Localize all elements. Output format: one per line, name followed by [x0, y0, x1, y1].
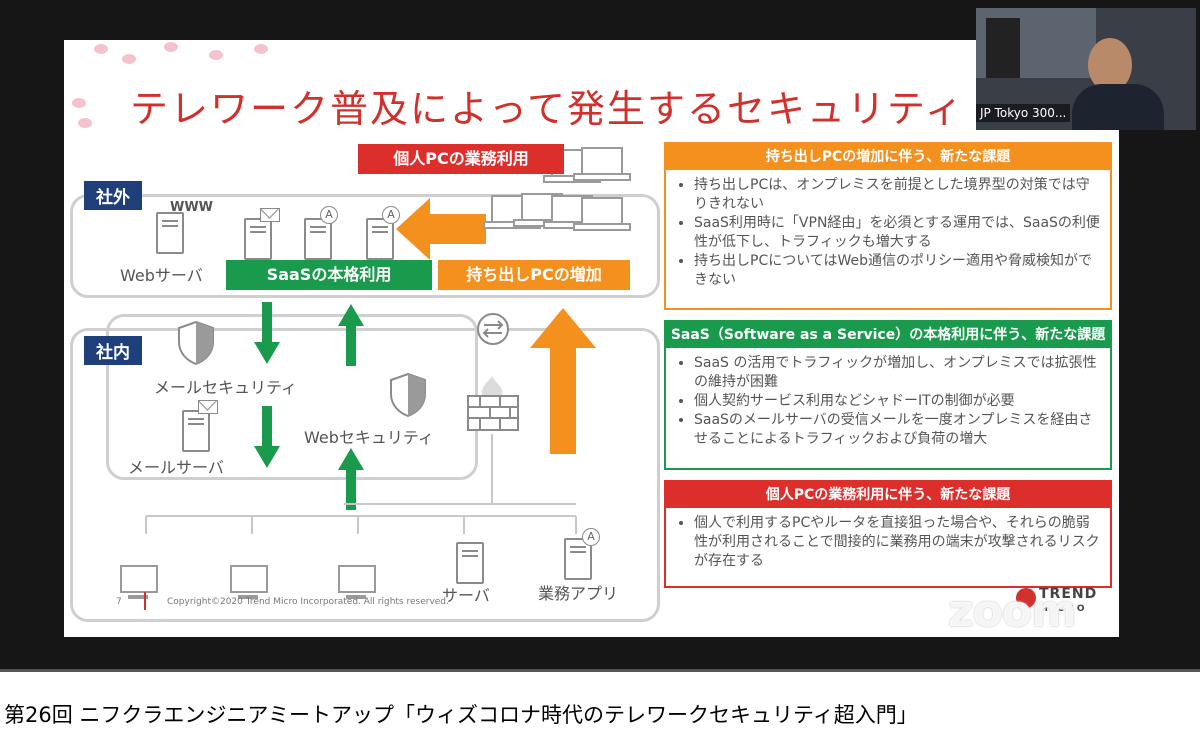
- zoom-watermark: zoom: [948, 586, 1077, 637]
- cherry-blossom-decoration: [164, 42, 178, 52]
- mail-security-label: メールセキュリティ: [154, 378, 298, 397]
- app-icon: A: [382, 206, 400, 224]
- participant-name: JP Tokyo 300...: [976, 104, 1071, 122]
- cherry-blossom-decoration: [94, 44, 108, 54]
- panel-item: SaaS利用時に「VPN経由」を必須とする運用では、SaaSの利便性が低下し、ト…: [694, 214, 1100, 252]
- logo-line1: TREND: [1039, 586, 1098, 602]
- mail-icon: [198, 400, 218, 414]
- participant-body: [1072, 84, 1164, 130]
- shield-icon: [390, 372, 426, 418]
- www-label: WWW: [170, 200, 214, 215]
- business-app-label: 業務アプリ: [538, 584, 619, 603]
- panel-item: 持ち出しPCについてはWeb通信のポリシー適用や脅威検知ができない: [694, 252, 1100, 290]
- panel-saas: SaaS（Software as a Service）の本格利用に伴う、新たな課…: [664, 320, 1112, 470]
- trend-micro-logo-icon: [1016, 588, 1036, 608]
- web-server-label: Webサーバ: [120, 266, 203, 285]
- panel-title: 持ち出しPCの増加に伴う、新たな課題: [666, 144, 1110, 170]
- mail-icon: [260, 208, 280, 222]
- panel-title: SaaS（Software as a Service）の本格利用に伴う、新たな課…: [666, 322, 1110, 348]
- green-arrow-up-icon: [338, 304, 364, 366]
- mobile-pc-label: 持ち出しPCの増加: [438, 260, 630, 290]
- cherry-blossom-decoration: [209, 50, 223, 60]
- desktop-pc-icon: [120, 565, 158, 599]
- inside-zone-tag: 社内: [84, 336, 142, 365]
- web-server-icon: [156, 212, 184, 254]
- green-arrow-down-icon: [254, 406, 280, 468]
- desktop-pc-icon: [230, 565, 268, 599]
- cherry-blossom-decoration: [78, 118, 92, 128]
- app-icon: A: [582, 528, 600, 546]
- app-icon: A: [320, 206, 338, 224]
- saas-server-icon: [304, 218, 332, 260]
- participant-video-tile[interactable]: JP Tokyo 300...: [976, 8, 1196, 130]
- office-shelf: [986, 18, 1020, 78]
- network-lines: [145, 434, 577, 534]
- laptop-cluster-icon: [483, 147, 631, 231]
- footer-divider: [144, 592, 146, 610]
- panel-mobile-pc: 持ち出しPCの増加に伴う、新たな課題 持ち出しPCは、オンプレミスを前提とした境…: [664, 142, 1112, 310]
- saas-server-icon: [244, 218, 272, 260]
- video-frame[interactable]: テレワーク普及によって発生するセキュリティ 社外 社内 WWW Webサーバ A…: [0, 0, 1200, 672]
- video-title: 第26回 ニフクラエンジニアミートアップ「ウィズコロナ時代のテレワークセキュリテ…: [4, 703, 918, 727]
- file-server-icon: [456, 542, 484, 584]
- presentation-slide: テレワーク普及によって発生するセキュリティ 社外 社内 WWW Webサーバ A…: [64, 40, 1119, 637]
- panel-item: SaaSのメールサーバの受信メールを一度オンプレミスを経由させることによるトラフ…: [694, 411, 1100, 449]
- saas-label: SaaSの本格利用: [226, 260, 432, 290]
- copyright-text: Copyright©2020 Trend Micro Incorporated.…: [167, 597, 449, 607]
- cherry-blossom-decoration: [72, 98, 86, 108]
- mail-server-label: メールサーバ: [128, 458, 224, 477]
- panel-byod: 個人PCの業務利用に伴う、新たな課題 個人で利用するPCやルータを直接狙った場合…: [664, 480, 1112, 588]
- panel-item: 持ち出しPCは、オンプレミスを前提とした境界型の対策では守りきれない: [694, 176, 1100, 214]
- saas-server-icon: [366, 218, 394, 260]
- logo-line2: MICRO: [1039, 604, 1088, 614]
- orange-arrow-left-icon: [396, 198, 486, 260]
- desktop-pc-icon: [338, 565, 376, 599]
- outside-zone: [70, 194, 660, 298]
- mail-server-icon: [182, 410, 210, 452]
- outside-zone-tag: 社外: [84, 181, 142, 210]
- green-arrow-up-icon: [338, 448, 364, 510]
- router-icon: [477, 313, 509, 345]
- panel-title: 個人PCの業務利用に伴う、新たな課題: [666, 482, 1110, 508]
- web-security-label: Webセキュリティ: [304, 428, 434, 447]
- participant-avatar: [1088, 38, 1132, 92]
- orange-arrow-up-icon: [530, 308, 596, 454]
- server-label: サーバ: [442, 586, 490, 605]
- green-arrow-down-icon: [254, 302, 280, 364]
- video-progress-bar[interactable]: [0, 669, 1200, 672]
- trend-micro-logo: TREND MICRO: [1039, 586, 1098, 616]
- panel-item: SaaS の活用でトラフィックが増加し、オンプレミスでは拡張性の維持が困難: [694, 354, 1100, 392]
- panel-item: 個人で利用するPCやルータを直接狙った場合や、それらの脆弱性が利用されることで間…: [694, 514, 1100, 571]
- slide-title: テレワーク普及によって発生するセキュリティ: [130, 87, 965, 131]
- panel-item: 個人契約サービス利用などシャドーITの制御が必要: [694, 392, 1100, 411]
- cherry-blossom-decoration: [254, 44, 268, 54]
- inside-zone: [70, 328, 660, 622]
- byod-label: 個人PCの業務利用: [358, 144, 564, 174]
- firewall-icon: [467, 376, 519, 431]
- page-number: 7: [116, 597, 122, 607]
- cherry-blossom-decoration: [122, 54, 136, 64]
- shield-icon: [178, 320, 214, 366]
